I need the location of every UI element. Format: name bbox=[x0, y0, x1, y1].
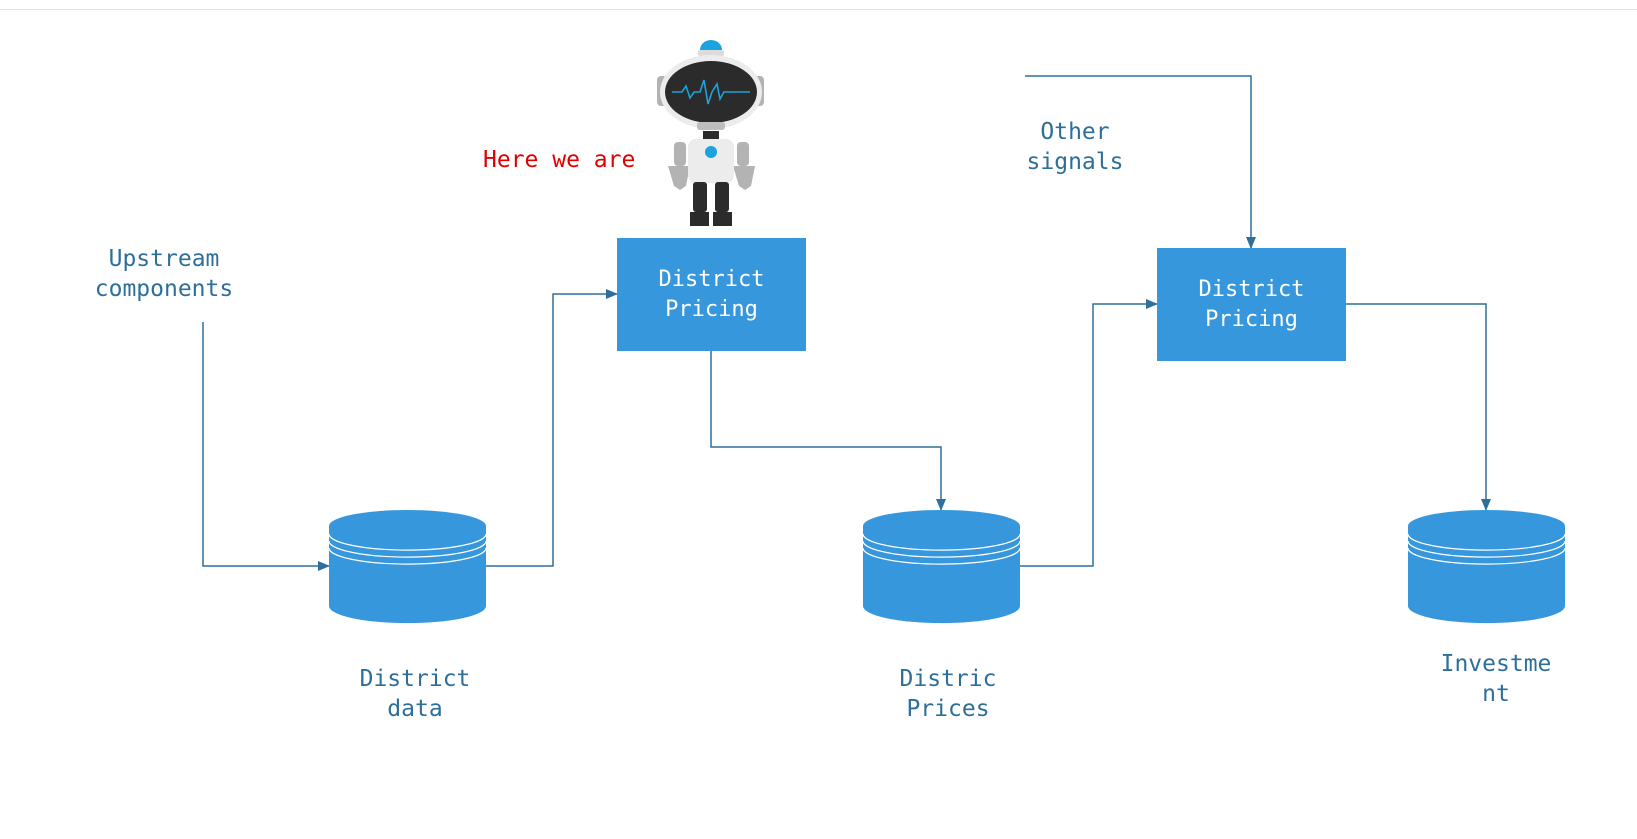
label-other-signals: Other signals bbox=[1026, 119, 1124, 175]
database-distric-prices bbox=[862, 510, 1021, 624]
process-district-pricing-2: District Pricing bbox=[1157, 248, 1346, 361]
connector-upstream-to-district-data bbox=[202, 322, 330, 571]
label-here-we-are: Here we are bbox=[483, 147, 636, 173]
label-upstream-components: Upstream components bbox=[94, 246, 234, 302]
top-border bbox=[0, 9, 1637, 10]
database-investment bbox=[1407, 510, 1566, 624]
label-investment: Investme nt bbox=[1440, 651, 1552, 707]
process-district-pricing-1: District Pricing bbox=[617, 238, 806, 351]
connector-district-data-to-pricing-1 bbox=[486, 289, 618, 567]
label-district-data: District data bbox=[359, 666, 471, 722]
connector-pricing-1-to-distric-prices bbox=[710, 350, 946, 511]
process-district-pricing-1-label: District Pricing bbox=[658, 266, 765, 322]
connector-other-signals-to-pricing-2 bbox=[1025, 75, 1256, 249]
robot-mascot-icon bbox=[657, 40, 764, 226]
connector-distric-prices-to-pricing-2 bbox=[1020, 299, 1158, 567]
database-district-data bbox=[328, 510, 487, 624]
label-distric-prices: Distric Prices bbox=[899, 666, 997, 722]
process-district-pricing-2-label: District Pricing bbox=[1198, 276, 1305, 332]
connector-pricing-2-to-investment bbox=[1346, 303, 1491, 511]
